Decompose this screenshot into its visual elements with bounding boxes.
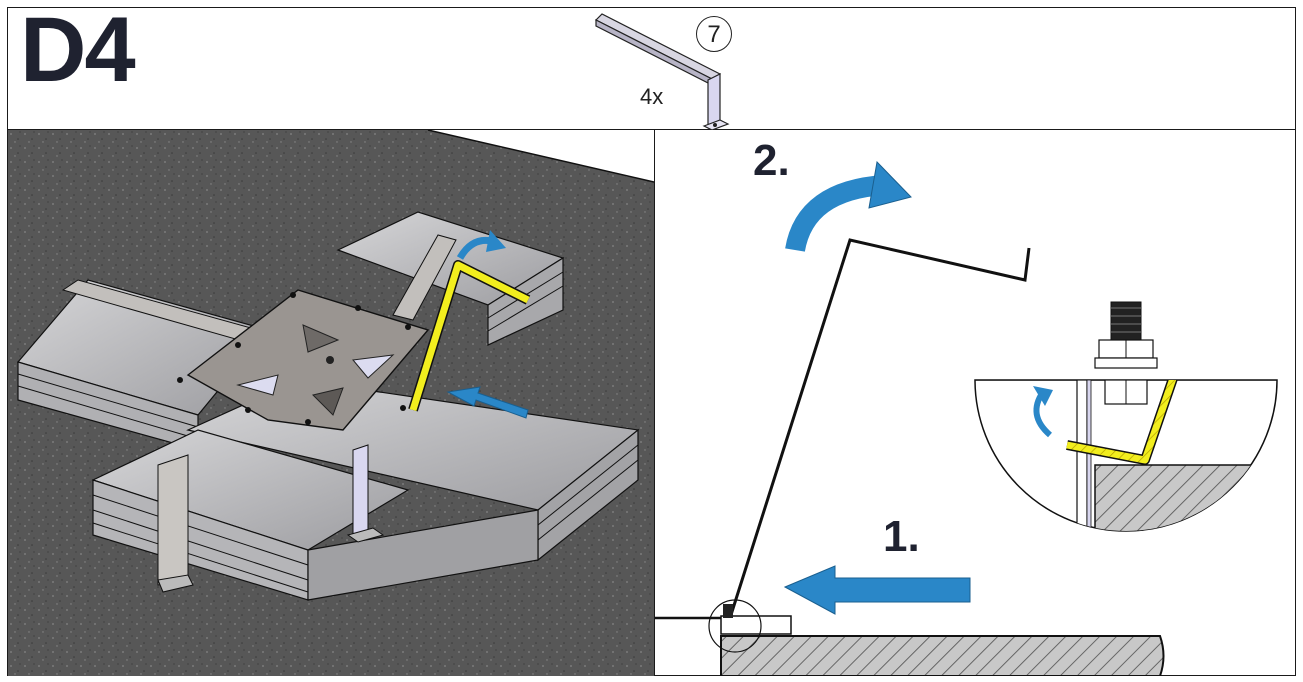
header: D4 7 4x <box>8 0 1295 130</box>
step-label-1: 1. <box>883 512 920 561</box>
section-detail-view: 2. 1. <box>654 130 1296 676</box>
section-illustration <box>655 160 1278 676</box>
part-quantity: 4x <box>640 84 664 109</box>
assembly-illustration <box>8 130 654 676</box>
detail-circle <box>974 301 1278 532</box>
part-number-badge: 7 <box>696 16 732 52</box>
step-id: D4 <box>20 0 136 101</box>
assembly-view <box>8 130 654 676</box>
bracket-part-icon <box>594 13 730 130</box>
step-label-2: 2. <box>753 136 790 185</box>
instruction-frame: D4 7 4x <box>7 0 1296 676</box>
